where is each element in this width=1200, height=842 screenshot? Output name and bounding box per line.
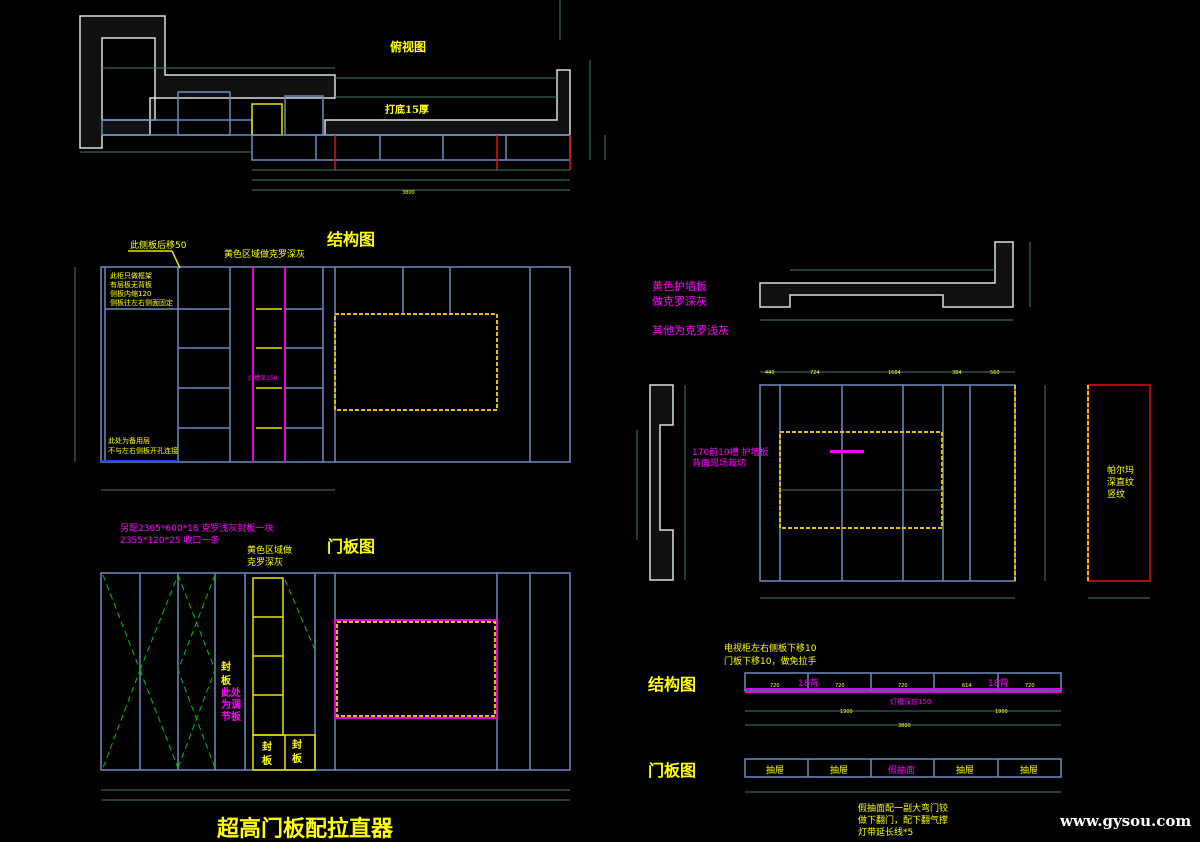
dim-label: 1684 (888, 370, 901, 376)
light-strip-note: 灯槽深150 (248, 374, 278, 382)
seal-a-note: 板 (262, 754, 273, 767)
dim-label: 720 (770, 683, 780, 689)
structure-elevation-left: 结构图 此侧板后移50 黄色区域做克罗深灰 此柜只做框架 有层板无背板 侧板内缩… (74, 230, 571, 491)
door-elevation-left: 门板图 另配2365*600*18 克罗浅灰封板一块 2355*120*25 收… (100, 522, 571, 842)
groove-note: 背面现场裁切 (692, 457, 746, 469)
yellow-area-note: 黄色区域做克罗深灰 (224, 248, 305, 260)
door-yellow-note: 黄色区域做 (247, 544, 292, 556)
bottom-note: 做下翻门，配下翻气撑 (858, 814, 948, 826)
dim-label: 614 (962, 683, 972, 689)
bottom-note: 假抽面配一副大弯门铰 (858, 802, 948, 814)
hole-18-a: 18背 (798, 677, 818, 689)
dim-label: 560 (990, 370, 1000, 376)
extra-board-note: 2355*120*25 收口一条 (120, 534, 219, 546)
tv-cabinet-strips: 电视柜左右侧板下移10 门板下移10，做免拉手 结构图 720 720 720 … (647, 642, 1062, 838)
left-box-note: 侧板内缩120 (110, 289, 151, 298)
structure-title-left: 结构图 (326, 230, 375, 249)
side-panel-back-note: 此侧板后移50 (130, 239, 187, 251)
tv-note: 门板下移10，做免拉手 (724, 655, 816, 667)
door-strip-label: 抽屉 (830, 764, 848, 776)
dim-label: 3800 (898, 723, 911, 729)
right-drawings: 黄色护墙板 做克罗深灰 其他为克罗浅灰 440 724 1684 384 560… (636, 241, 1151, 599)
groove-note: 170前10槽 护墙板 (692, 446, 769, 458)
spare-layer-note: 不与左右侧板开孔连接 (108, 446, 178, 455)
adjust-board-note: 节板 (221, 710, 242, 723)
tv-note: 电视柜左右侧板下移10 (724, 642, 817, 654)
dim-label: 440 (765, 370, 775, 376)
left-box-note: 侧板往左右侧面固定 (110, 298, 173, 307)
structure-title-right: 结构图 (647, 675, 696, 694)
door-strip-label: 抽屉 (766, 764, 784, 776)
seal-b-note: 封 (292, 738, 302, 751)
seal-board-note: 板 (221, 674, 232, 687)
adjust-board-note: 此处 (221, 686, 242, 699)
counter-stone-left (79, 15, 336, 149)
door-yellow-note: 克罗深灰 (247, 556, 283, 568)
dim-label: 720 (835, 683, 845, 689)
extra-board-note: 另配2365*600*18 克罗浅灰封板一块 (120, 522, 273, 534)
seal-board-note: 封 (221, 660, 231, 673)
seal-a-note: 封 (262, 740, 272, 753)
wall-yellow-note: 做克罗深灰 (652, 294, 707, 308)
dim-label: 720 (898, 683, 908, 689)
plan-view: 俯视图 打底15厚 3800 (79, 0, 606, 196)
right-panel-note: 深直纹 (1107, 476, 1134, 488)
top-total-dim: 3800 (402, 190, 415, 196)
adjust-board-note: 为调 (221, 698, 241, 711)
bottom-note: 灯带延长线*5 (858, 826, 913, 838)
plan-view-title: 俯视图 (390, 39, 426, 54)
others-light-note: 其他为克罗浅灰 (652, 323, 729, 337)
door-strip-label: 抽屉 (1020, 764, 1038, 776)
plan-base-note: 打底15厚 (385, 103, 429, 116)
dim-label: 384 (952, 370, 962, 376)
dim-label: 720 (1025, 683, 1035, 689)
wall-yellow-note: 黄色护墙板 (652, 279, 707, 293)
main-title: 超高门板配拉直器 (217, 816, 394, 842)
seal-b-note: 板 (292, 752, 303, 765)
dim-label: 1900 (840, 709, 853, 715)
spare-layer-note: 此处为备用层 (108, 436, 150, 445)
right-panel-note: 帕尔玛 (1107, 464, 1134, 476)
hole-18-b: 18背 (988, 677, 1008, 689)
light-strip-right-note: 灯槽深前150 (890, 697, 931, 706)
right-panel-note: 竖纹 (1107, 488, 1125, 500)
left-box-note: 此柜只做框架 (110, 271, 152, 280)
watermark: www.gysou.com (1059, 812, 1191, 830)
door-title-right: 门板图 (648, 761, 696, 780)
door-strip-label: 抽屉 (956, 764, 974, 776)
left-box-note: 有层板无背板 (110, 280, 152, 289)
counter-stone-right (324, 69, 571, 136)
dim-label: 1900 (995, 709, 1008, 715)
dim-label: 724 (810, 370, 820, 376)
door-title-left: 门板图 (327, 537, 375, 556)
door-strip-label: 假抽面 (888, 764, 915, 776)
